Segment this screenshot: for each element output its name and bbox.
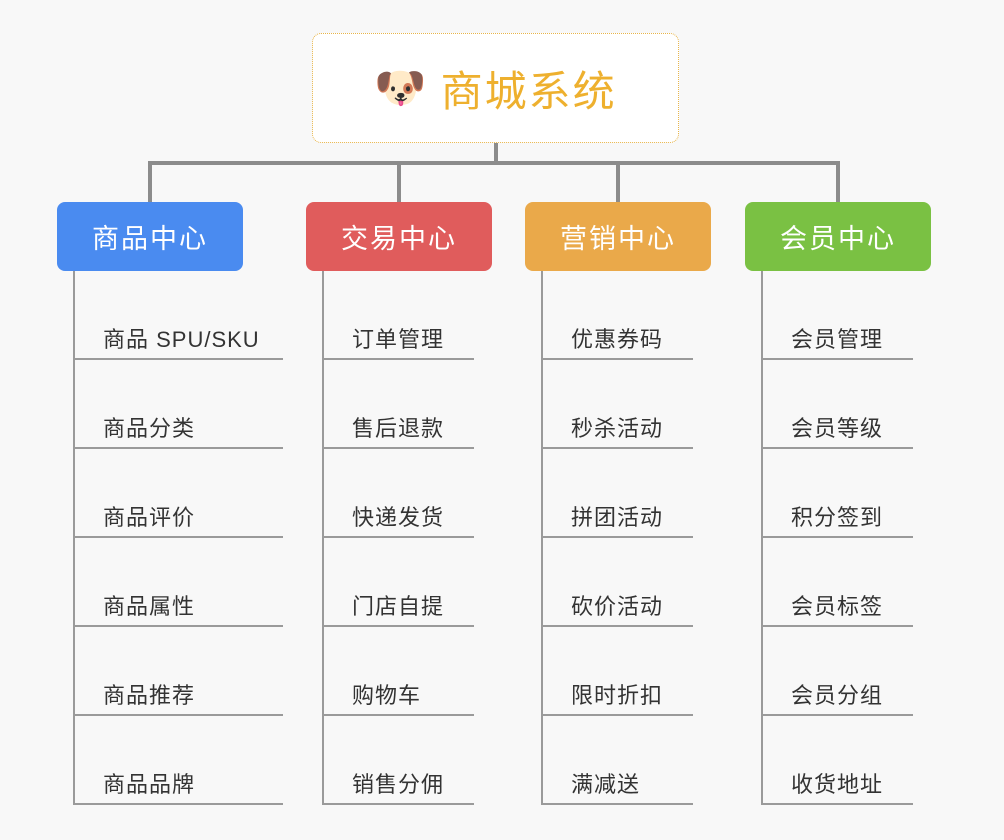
- leaf-list-member-center: 会员管理会员等级积分签到会员标签会员分组收货地址: [761, 271, 913, 805]
- leaf-item[interactable]: 会员等级: [761, 360, 913, 449]
- leaf-item-label: 购物车: [352, 682, 422, 708]
- leaf-list-product-center: 商品 SPU/SKU 商品分类商品评价商品属性商品推荐商品品牌: [73, 271, 283, 805]
- leaf-item-label: 砍价活动: [571, 593, 664, 619]
- leaf-item-label: 会员分组: [791, 682, 884, 708]
- branch-drop-line-product-center: [148, 161, 152, 202]
- leaf-item[interactable]: 拼团活动: [541, 449, 693, 538]
- leaf-item-label: 会员标签: [791, 593, 884, 619]
- branch-header-label: 商品中心: [92, 224, 208, 254]
- branch-drop-line-marketing-center: [616, 161, 620, 202]
- leaf-item[interactable]: 满减送: [541, 716, 693, 805]
- root-title: 商城系统: [440, 67, 617, 115]
- leaf-list-trade-center: 订单管理售后退款快递发货门店自提购物车销售分佣: [322, 271, 474, 805]
- branch-header-marketing-center[interactable]: 营销中心: [525, 202, 711, 271]
- leaf-item-label: 秒杀活动: [571, 415, 664, 441]
- leaf-item-label: 快递发货: [352, 504, 445, 530]
- branch-header-label: 会员中心: [780, 224, 896, 254]
- leaf-item-label: 限时折扣: [571, 682, 664, 708]
- leaf-item-label: 商品评价: [103, 504, 196, 530]
- leaf-item[interactable]: 销售分佣: [322, 716, 474, 805]
- leaf-item[interactable]: 购物车: [322, 627, 474, 716]
- branch-drop-line-member-center: [836, 161, 840, 202]
- root-node[interactable]: 🐶 商城系统: [312, 33, 679, 143]
- branch-header-trade-center[interactable]: 交易中心: [306, 202, 492, 271]
- leaf-item[interactable]: 优惠券码: [541, 271, 693, 360]
- branch-trunk-line: [761, 271, 763, 805]
- leaf-item-label: 拼团活动: [571, 504, 664, 530]
- leaf-item-label: 门店自提: [352, 593, 445, 619]
- leaf-item[interactable]: 商品评价: [73, 449, 283, 538]
- leaf-item[interactable]: 商品属性: [73, 538, 283, 627]
- leaf-item[interactable]: 限时折扣: [541, 627, 693, 716]
- leaf-item-label: 售后退款: [352, 415, 445, 441]
- leaf-item-label: 会员管理: [791, 326, 884, 352]
- leaf-item[interactable]: 商品推荐: [73, 627, 283, 716]
- branch-header-label: 营销中心: [560, 224, 676, 254]
- root-stem-line: [493, 143, 498, 165]
- leaf-item[interactable]: 快递发货: [322, 449, 474, 538]
- leaf-item-label: 商品属性: [103, 593, 196, 619]
- branch-trunk-line: [73, 271, 75, 805]
- leaf-item[interactable]: 收货地址: [761, 716, 913, 805]
- leaf-item-label: 满减送: [571, 771, 641, 797]
- branch-header-member-center[interactable]: 会员中心: [745, 202, 931, 271]
- leaf-item-label: 商品分类: [103, 415, 196, 441]
- shiba-dog-face-icon: 🐶: [374, 63, 427, 112]
- branch-trunk-line: [541, 271, 543, 805]
- leaf-item[interactable]: 会员分组: [761, 627, 913, 716]
- leaf-item-label: 商品品牌: [103, 771, 196, 797]
- leaf-item-label: 优惠券码: [571, 326, 664, 352]
- branch-header-label: 交易中心: [341, 224, 457, 254]
- horizontal-bus-line: [148, 161, 840, 165]
- leaf-item-label: 订单管理: [352, 326, 445, 352]
- leaf-list-marketing-center: 优惠券码秒杀活动拼团活动砍价活动限时折扣满减送: [541, 271, 693, 805]
- leaf-item-label: 商品推荐: [103, 682, 196, 708]
- leaf-item[interactable]: 商品品牌: [73, 716, 283, 805]
- leaf-item[interactable]: 售后退款: [322, 360, 474, 449]
- leaf-item[interactable]: 秒杀活动: [541, 360, 693, 449]
- branch-header-product-center[interactable]: 商品中心: [57, 202, 243, 271]
- leaf-item-label: 收货地址: [791, 771, 884, 797]
- leaf-item-label: 销售分佣: [352, 771, 445, 797]
- leaf-item[interactable]: 积分签到: [761, 449, 913, 538]
- leaf-item-label: 会员等级: [791, 415, 884, 441]
- leaf-item[interactable]: 商品 SPU/SKU: [73, 271, 283, 360]
- branch-trunk-line: [322, 271, 324, 805]
- leaf-item-label: 商品 SPU/SKU: [103, 326, 260, 352]
- leaf-item[interactable]: 会员管理: [761, 271, 913, 360]
- leaf-item[interactable]: 商品分类: [73, 360, 283, 449]
- leaf-item[interactable]: 会员标签: [761, 538, 913, 627]
- leaf-item[interactable]: 门店自提: [322, 538, 474, 627]
- branch-drop-line-trade-center: [397, 161, 401, 202]
- leaf-item[interactable]: 订单管理: [322, 271, 474, 360]
- leaf-item[interactable]: 砍价活动: [541, 538, 693, 627]
- leaf-item-label: 积分签到: [791, 504, 884, 530]
